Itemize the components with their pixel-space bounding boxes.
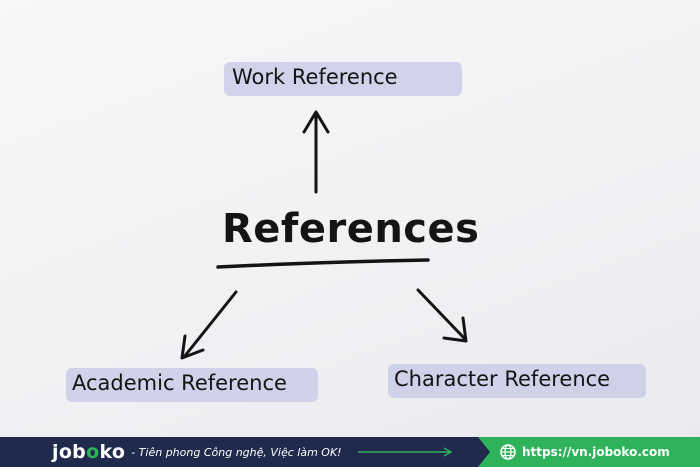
footer-brand-section: joboko - Tiên phong Công nghệ, Việc làm … — [0, 437, 490, 467]
footer-url-link[interactable]: https://vn.joboko.com — [522, 445, 670, 459]
title-underline — [216, 258, 430, 269]
references-diagram: Work Reference References Academic Refer… — [66, 62, 646, 402]
character-reference-label: Character Reference — [394, 367, 611, 391]
diagram-strokes — [180, 110, 468, 360]
joboko-logo[interactable]: joboko — [52, 441, 126, 463]
character-reference-highlight — [388, 364, 646, 398]
arrow-down-left-icon — [180, 290, 238, 360]
academic-reference-label: Academic Reference — [72, 371, 287, 395]
arrow-right-icon — [357, 447, 453, 457]
references-title: References — [222, 206, 480, 252]
footer-bar: joboko - Tiên phong Công nghệ, Việc làm … — [0, 437, 700, 467]
arrow-down-right-icon — [416, 288, 468, 343]
footer-tagline: - Tiên phong Công nghệ, Việc làm OK! — [131, 445, 342, 459]
work-reference-highlight — [224, 62, 462, 96]
footer-url-section: https://vn.joboko.com — [478, 437, 700, 467]
arrow-up-icon — [302, 110, 330, 194]
work-reference-label: Work Reference — [232, 65, 398, 89]
globe-icon — [500, 444, 516, 460]
academic-reference-highlight — [66, 368, 318, 402]
